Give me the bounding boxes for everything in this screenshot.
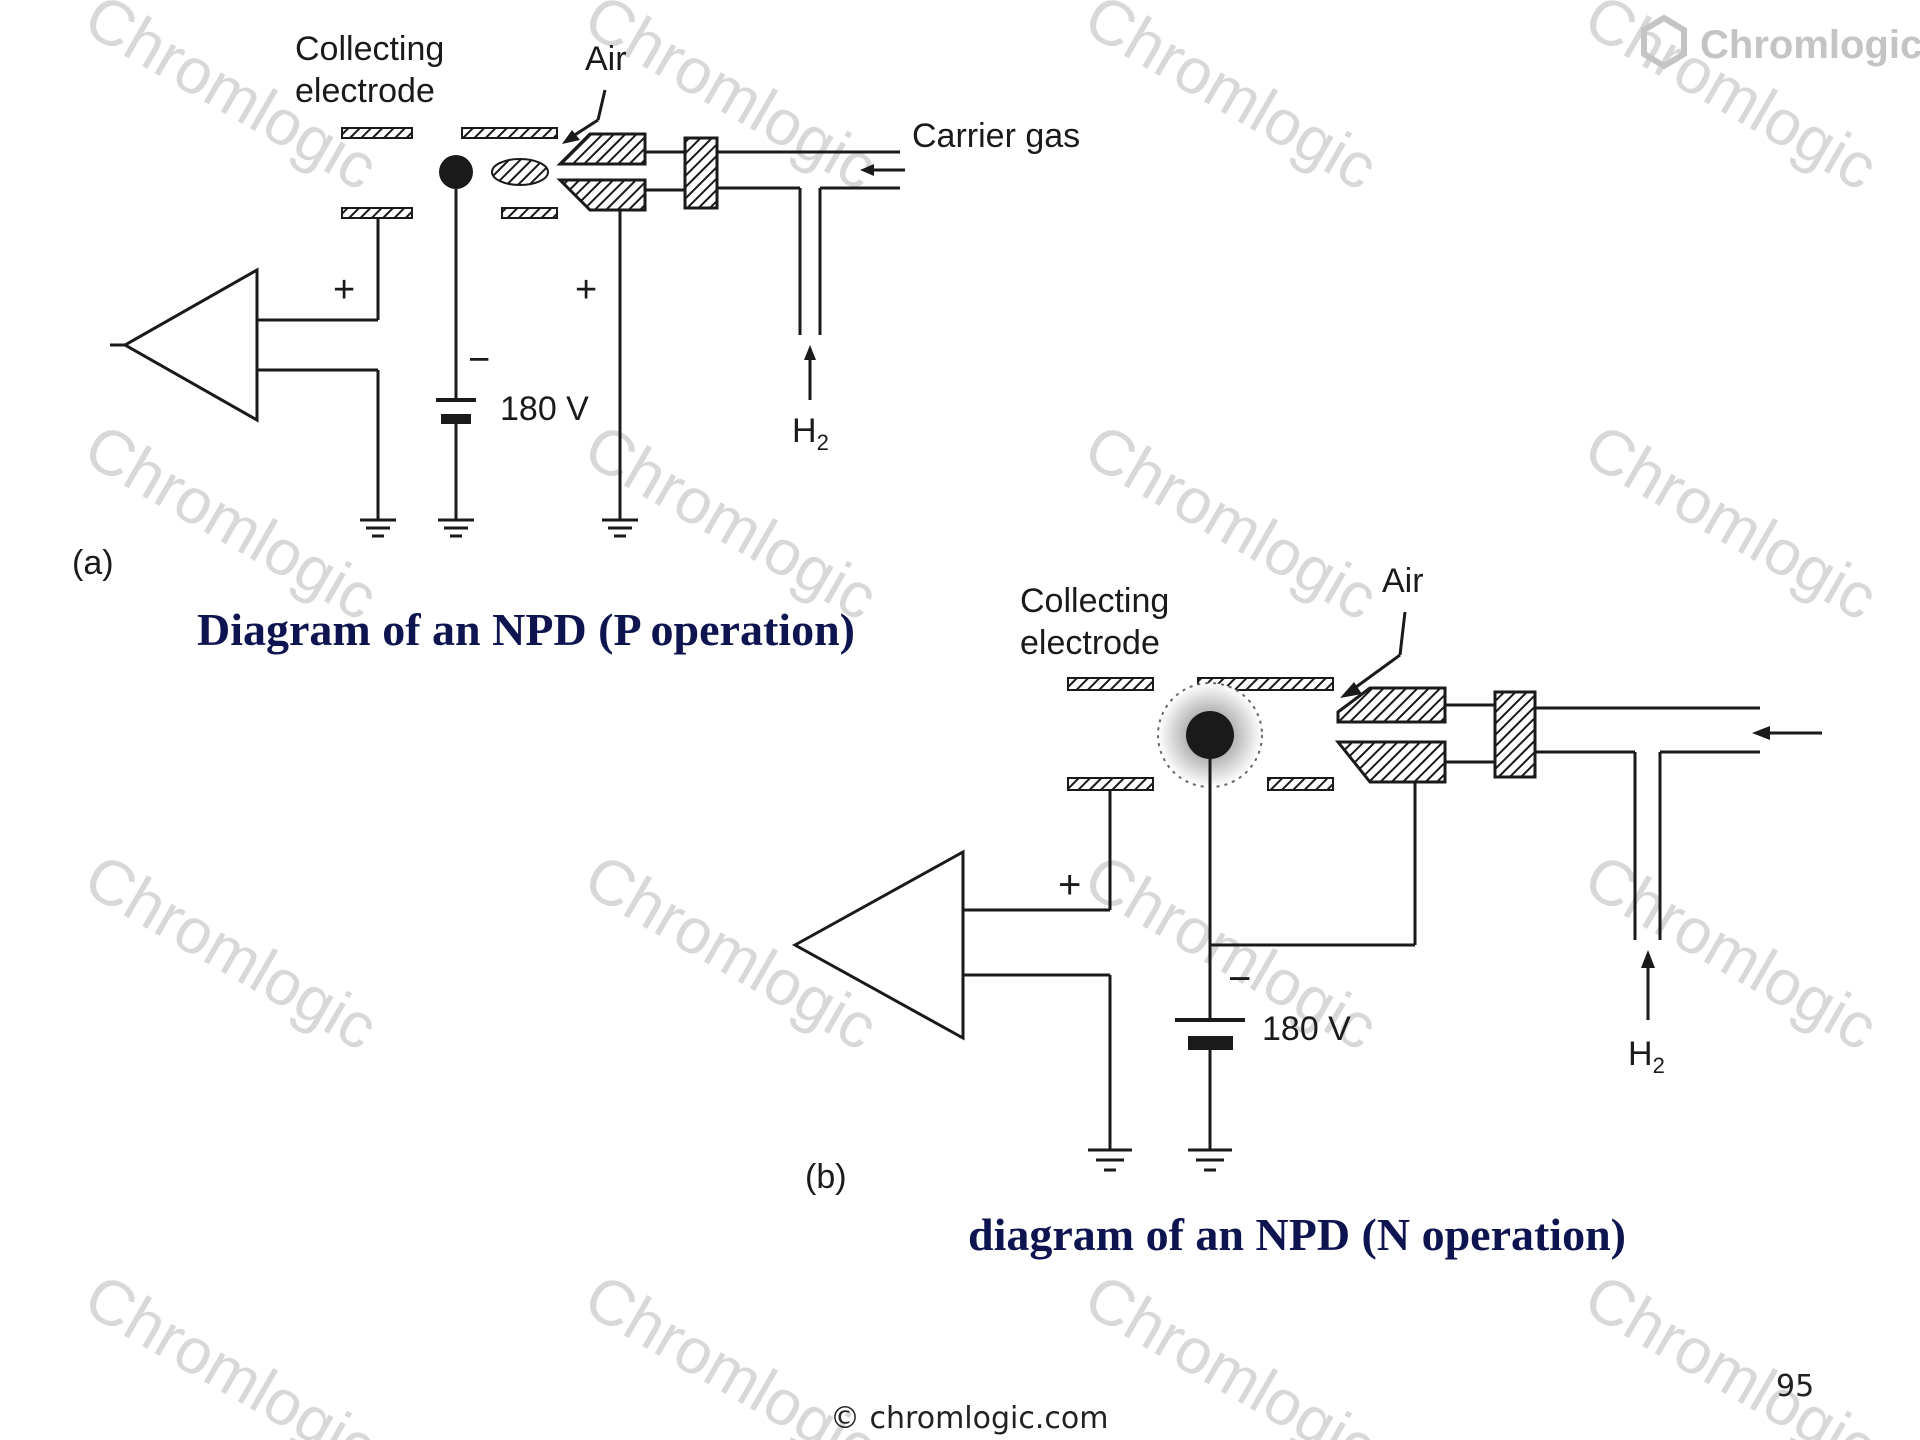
air-label: Air (585, 40, 627, 78)
electrode-plate (1267, 777, 1334, 791)
watermark-text: Chromlogic (573, 0, 889, 204)
plus-sign: + (333, 269, 355, 311)
alkali-bead (439, 155, 473, 189)
fitting (683, 136, 719, 210)
jet-nozzle-upper (556, 132, 647, 166)
diagram-a-labels: Collecting electrode Air Carrier gas + +… (72, 30, 1080, 655)
ground-symbol (602, 518, 638, 538)
electrode-plate (1067, 677, 1154, 691)
brand-logo-text: Chromlogic (1700, 23, 1920, 67)
ground-symbol (1088, 1148, 1132, 1172)
diagram-b-labels: Collecting electrode Air + − 180 V H2 (b… (805, 562, 1665, 1260)
h2-label: H2 (792, 412, 829, 455)
air-arrow (596, 89, 607, 121)
electrode-plate (341, 127, 413, 139)
plus-sign: + (1058, 863, 1081, 907)
electrode-plate (501, 207, 558, 219)
alkali-bead (1186, 711, 1234, 759)
battery-short-plate (1188, 1036, 1233, 1050)
copyright-footer: © chromlogic.com (830, 1401, 1108, 1436)
caption: diagram of an NPD (N operation) (968, 1209, 1626, 1260)
collecting-electrode-label: Collecting (1020, 582, 1169, 620)
jet-nozzle-lower (1334, 740, 1447, 784)
watermark-text: Chromlogic (73, 1260, 389, 1440)
collecting-electrode-label: electrode (1020, 624, 1160, 662)
panel-label: (a) (72, 544, 114, 582)
jet-nozzle-lower (556, 178, 647, 212)
watermark-text: Chromlogic (1573, 1260, 1889, 1440)
plus-sign: + (575, 269, 597, 311)
carrier-gas-label: Carrier gas (912, 117, 1080, 155)
collecting-electrode-label: Collecting (295, 30, 444, 68)
watermark-text: Chromlogic (1573, 410, 1889, 634)
electrode-plate (1067, 777, 1154, 791)
ground-symbol (1188, 1148, 1232, 1172)
flame (491, 158, 549, 186)
page-number: 95 (1776, 1369, 1814, 1404)
hexagon-logo-icon (1641, 14, 1687, 70)
air-label: Air (1382, 562, 1424, 600)
watermark-text: Chromlogic (1573, 840, 1889, 1064)
battery-short-plate (441, 414, 471, 424)
ground-symbol (438, 518, 474, 538)
brand-logo: Chromlogic (1641, 14, 1920, 70)
minus-sign: − (1228, 957, 1251, 1001)
minus-sign: − (468, 339, 490, 381)
caption: Diagram of an NPD (P operation) (197, 604, 855, 655)
voltage-label: 180 V (500, 390, 589, 428)
h2-label: H2 (1628, 1035, 1665, 1078)
fitting (1493, 690, 1537, 779)
collecting-electrode-label: electrode (295, 72, 435, 110)
diagram-b (791, 611, 1822, 1172)
watermark-text: Chromlogic (73, 840, 389, 1064)
diagram-a (110, 89, 905, 538)
voltage-label: 180 V (1262, 1010, 1351, 1048)
watermark-text: Chromlogic (1073, 1260, 1389, 1440)
ground-symbol (360, 518, 396, 538)
watermark-text: Chromlogic (73, 410, 389, 634)
air-arrow (1398, 611, 1407, 656)
electrode-plate (461, 127, 558, 139)
amplifier-triangle (121, 267, 259, 423)
amplifier-triangle (791, 849, 965, 1041)
electrode-plate (341, 207, 413, 219)
watermark-text: Chromlogic (1073, 0, 1389, 204)
panel-label: (b) (805, 1158, 847, 1196)
